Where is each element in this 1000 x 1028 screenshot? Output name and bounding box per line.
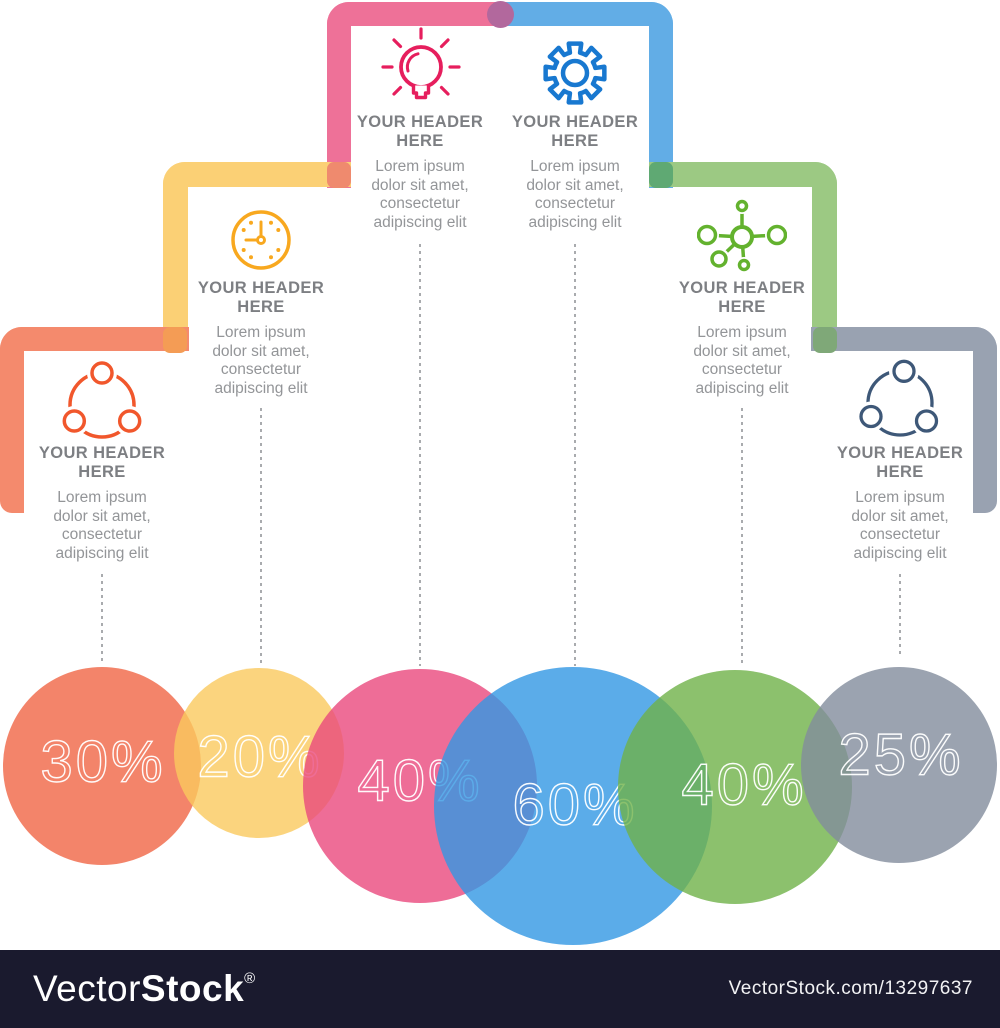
column-header: YOUR HEADER HERE	[836, 444, 964, 481]
percent-circle-gray	[801, 667, 997, 863]
bracket-pink-vertical	[327, 2, 351, 188]
bracket-green-vertical	[812, 162, 837, 351]
bracket-yellow-horizontal	[163, 162, 351, 187]
vectorstock-logo: VectorStock®	[33, 968, 256, 1010]
bracket-gray-horizontal	[811, 327, 997, 351]
bracket-overlap-blue-green	[649, 162, 673, 188]
column-body-text: Lorem ipsum dolor sit amet, consectetur …	[851, 489, 949, 562]
column-header: YOUR HEADER HERE	[197, 279, 325, 316]
bracket-blue-horizontal	[500, 2, 673, 26]
watermark-url: VectorStock.com/13297637	[728, 978, 973, 999]
dotted-connector	[260, 408, 262, 666]
bracket-gray-vertical	[973, 327, 997, 513]
lightbulb-icon	[381, 27, 461, 100]
bracket-orange-horizontal	[0, 327, 189, 351]
bracket-pink-horizontal	[327, 2, 500, 26]
percent-label: 40%	[681, 752, 807, 818]
bracket-orange-vertical	[0, 327, 24, 513]
dotted-connector	[741, 408, 743, 666]
bracket-overlap-green-gray	[813, 327, 837, 353]
bracket-yellow-vertical	[163, 162, 188, 351]
percent-label: 25%	[838, 722, 964, 788]
bracket-overlap-yellow-orange	[163, 327, 187, 353]
dotted-connector	[574, 244, 576, 666]
percent-label: 60%	[512, 772, 638, 838]
share-icon	[856, 358, 942, 437]
dotted-connector	[899, 574, 901, 658]
dotted-connector	[419, 244, 421, 666]
bracket-overlap-pink-yellow	[327, 162, 351, 188]
column-body-text: Lorem ipsum dolor sit amet, consectetur …	[693, 324, 791, 397]
registered-mark: ®	[244, 970, 256, 987]
column-body-text: Lorem ipsum dolor sit amet, consectetur …	[371, 158, 469, 231]
gear-icon	[543, 41, 607, 105]
brand-light: Vector	[33, 968, 141, 1009]
dotted-connector	[101, 574, 103, 662]
percent-circle-orange	[3, 667, 201, 865]
column-body-text: Lorem ipsum dolor sit amet, consectetur …	[526, 158, 624, 231]
column-header: YOUR HEADER HERE	[511, 113, 639, 150]
column-header: YOUR HEADER HERE	[678, 279, 806, 316]
column-header: YOUR HEADER HERE	[38, 444, 166, 481]
brand-bold: Stock	[140, 968, 245, 1009]
share-icon	[59, 360, 145, 439]
percent-label: 20%	[197, 724, 323, 790]
column-body-text: Lorem ipsum dolor sit amet, consectetur …	[212, 324, 310, 397]
percent-label: 30%	[40, 729, 166, 795]
bracket-overlap-circle	[487, 1, 514, 28]
bracket-green-horizontal	[649, 162, 837, 187]
bracket-blue-vertical	[649, 2, 673, 188]
column-header: YOUR HEADER HERE	[356, 113, 484, 150]
column-body-text: Lorem ipsum dolor sit amet, consectetur …	[53, 489, 151, 562]
watermark-bar: VectorStock® VectorStock.com/13297637	[0, 950, 1000, 1028]
clock-icon	[231, 210, 291, 270]
network-icon	[697, 198, 787, 273]
